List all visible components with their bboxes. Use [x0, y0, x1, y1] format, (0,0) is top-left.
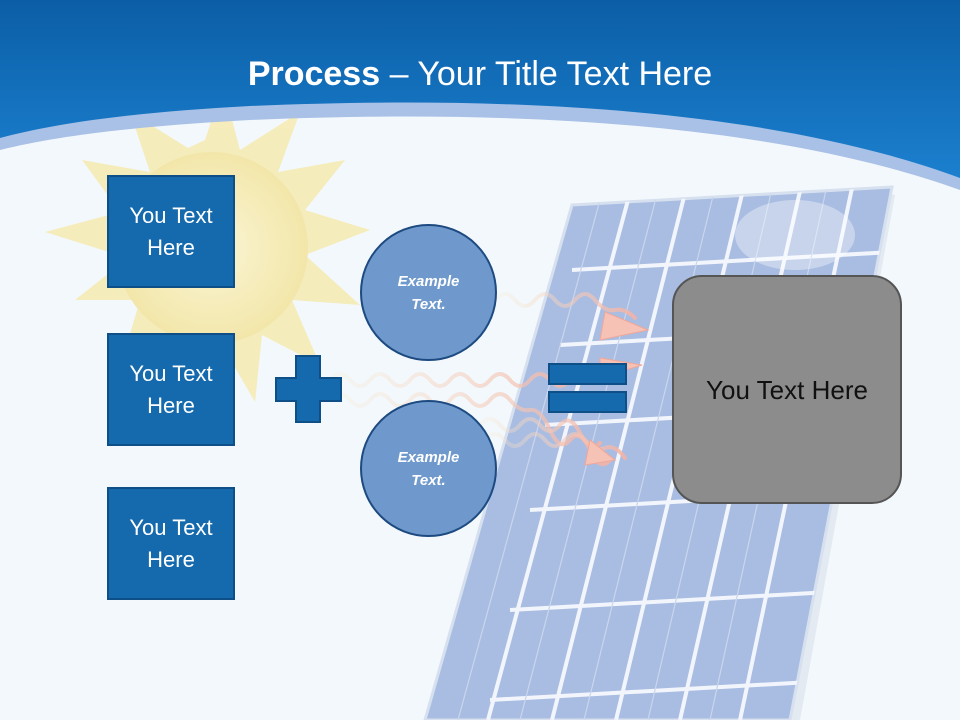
- heat-wave-arrows: [328, 292, 637, 467]
- input-box-2: You Text Here: [107, 333, 235, 446]
- input-box-label: You Text Here: [129, 202, 213, 260]
- result-label: You Text Here: [706, 374, 868, 405]
- input-box-1: You Text Here: [107, 175, 235, 288]
- title-rest: – Your Title Text Here: [389, 55, 713, 93]
- example-circle-1: Example Text.: [360, 224, 497, 361]
- example-circle-2: Example Text.: [360, 400, 497, 537]
- input-box-3: You Text Here: [107, 487, 235, 600]
- title-bold: Process: [247, 55, 381, 93]
- header-band: [0, 0, 960, 190]
- result-box: You Text Here: [672, 275, 902, 504]
- circle-label: Example Text.: [397, 448, 460, 489]
- input-box-label: You Text Here: [129, 514, 213, 572]
- input-box-label: You Text Here: [129, 360, 213, 418]
- slide-title: Process – Your Title Text Here: [0, 52, 960, 96]
- circle-label: Example Text.: [397, 272, 460, 313]
